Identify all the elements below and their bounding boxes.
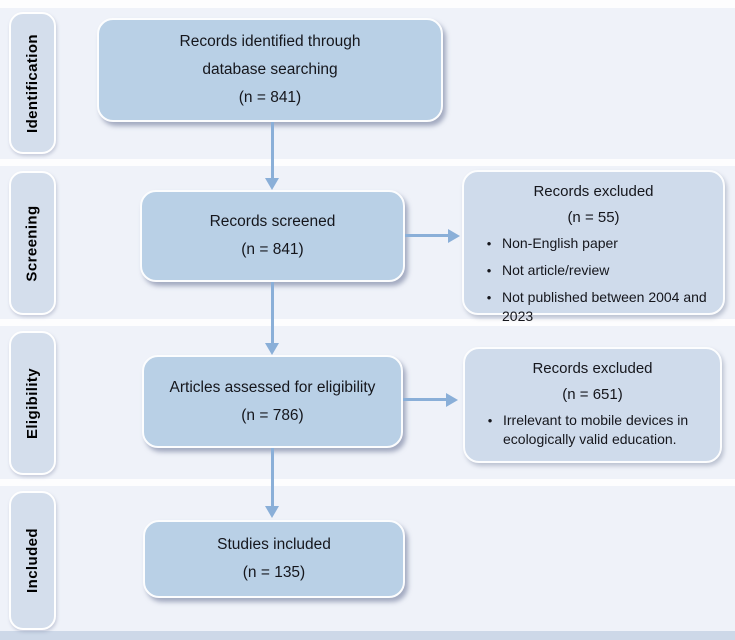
- arrow-assessed-to-included: [271, 448, 274, 508]
- bullet-text: Not article/review: [502, 262, 610, 278]
- box-text-line: Records identified through: [179, 33, 361, 50]
- stage-label-text: Eligibility: [24, 367, 42, 439]
- list-item: • Not published between 2004 and 2023: [476, 288, 715, 326]
- bullet-icon: •: [486, 290, 492, 305]
- arrow-assessed-to-excluded: [403, 398, 446, 401]
- bullet-icon: •: [486, 263, 492, 278]
- list-item: • Irrelevant to mobile devices in ecolog…: [477, 411, 712, 449]
- box-text-line: (n = 786): [241, 406, 304, 424]
- bullet-icon: •: [487, 413, 493, 428]
- box-text-line: database searching: [202, 61, 338, 78]
- box-text-line: Studies included: [217, 536, 331, 553]
- box-text-line: (n = 841): [238, 89, 302, 106]
- arrow-screened-to-assessed: [271, 282, 274, 345]
- box-records-screened: Records screened (n = 841): [140, 190, 405, 282]
- arrow-screened-to-excluded: [405, 234, 448, 237]
- exclusion-reasons-list: • Irrelevant to mobile devices in ecolog…: [465, 411, 720, 457]
- arrowhead-down-icon: [265, 343, 279, 355]
- stage-label-identification: Identification: [9, 12, 56, 154]
- bottom-divider: [0, 631, 735, 640]
- arrowhead-right-icon: [446, 393, 458, 407]
- box-text-line: Records screened: [209, 213, 336, 230]
- arrow-identified-to-screened: [271, 122, 274, 180]
- box-title: Records excluded: [533, 183, 654, 200]
- stage-label-eligibility: Eligibility: [9, 331, 56, 475]
- arrowhead-down-icon: [265, 178, 279, 190]
- list-item: • Non-English paper: [476, 234, 715, 253]
- stage-label-text: Identification: [24, 33, 41, 133]
- stage-label-text: Screening: [24, 204, 41, 282]
- box-records-excluded-eligibility: Records excluded (n = 651) • Irrelevant …: [463, 347, 722, 463]
- bullet-text: Non-English paper: [502, 235, 618, 251]
- box-articles-assessed: Articles assessed for eligibility (n = 7…: [142, 355, 403, 448]
- arrowhead-right-icon: [448, 229, 460, 243]
- bullet-text: Not published between 2004 and 2023: [502, 289, 707, 324]
- box-records-identified: Records identified through database sear…: [97, 18, 443, 122]
- bullet-text: Irrelevant to mobile devices in ecologic…: [503, 412, 689, 447]
- box-text-line: (n = 841): [241, 241, 304, 258]
- stage-label-text: Included: [24, 528, 41, 593]
- box-title: Records excluded: [532, 360, 653, 377]
- box-studies-included: Studies included (n = 135): [143, 520, 405, 598]
- stage-label-screening: Screening: [9, 171, 56, 315]
- box-records-excluded-screening: Records excluded (n = 55) • Non-English …: [462, 170, 725, 324]
- box-text-line: Articles assessed for eligibility: [169, 378, 376, 396]
- box-text-line: (n = 135): [242, 564, 306, 581]
- stage-label-included: Included: [9, 491, 56, 630]
- box-count: (n = 55): [567, 209, 620, 226]
- exclusion-reasons-list: • Non-English paper • Not article/review…: [464, 234, 723, 334]
- arrowhead-down-icon: [265, 506, 279, 518]
- list-item: • Not article/review: [476, 261, 715, 280]
- bullet-icon: •: [486, 236, 492, 251]
- box-count: (n = 651): [562, 386, 623, 403]
